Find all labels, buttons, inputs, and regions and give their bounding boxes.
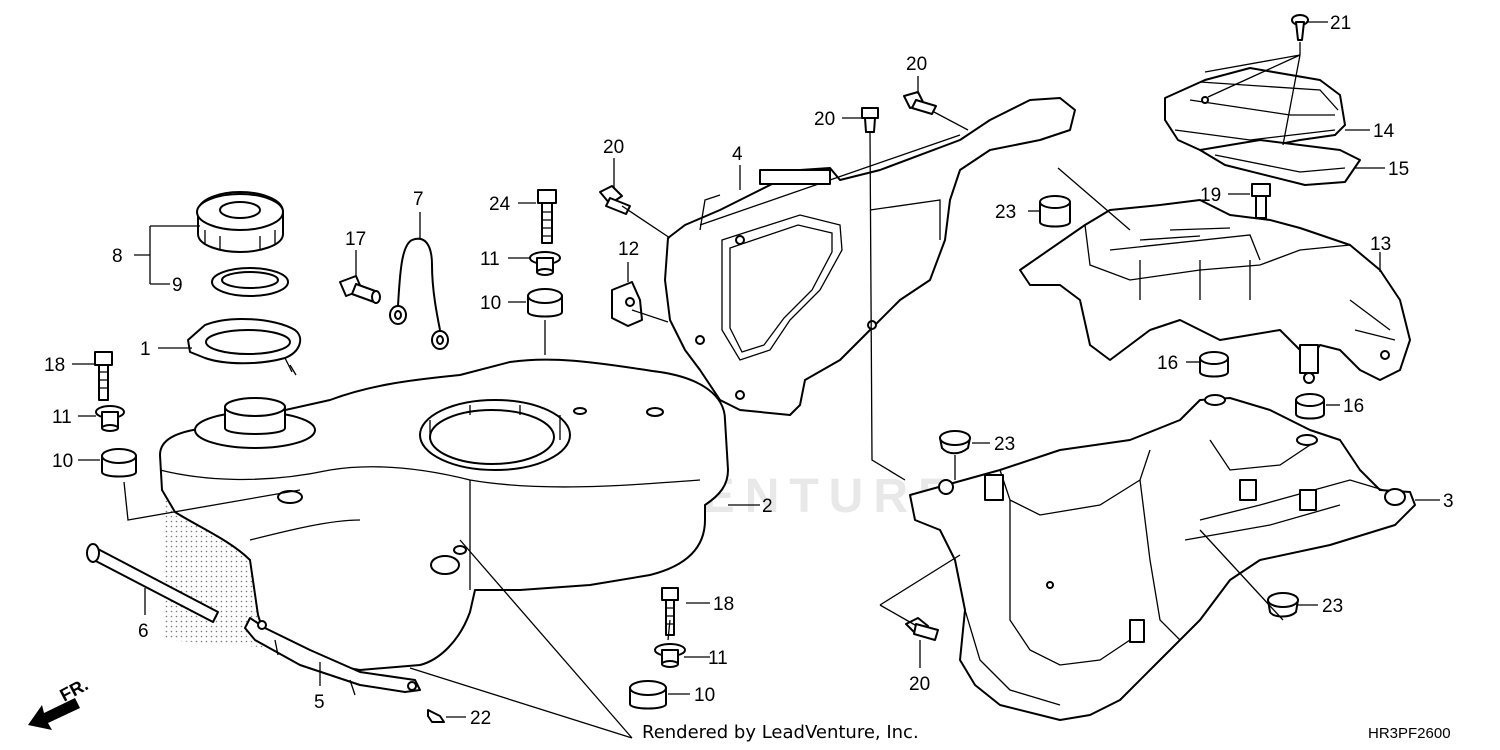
- callout-2: 2: [762, 496, 773, 517]
- callout-17: 17: [345, 229, 366, 250]
- grommet-23-b[interactable]: [939, 430, 971, 455]
- grommet-10-left[interactable]: [101, 448, 137, 478]
- screw-20-b[interactable]: [861, 107, 879, 133]
- bolt-17[interactable]: [339, 275, 381, 304]
- callout-20-c: 20: [906, 54, 927, 75]
- callout-5: 5: [314, 692, 325, 713]
- leader-lines: [72, 21, 1440, 739]
- callout-1: 1: [140, 339, 151, 360]
- callout-11-lower: 11: [708, 648, 728, 669]
- clip-12[interactable]: [611, 281, 643, 327]
- callout-20-b: 20: [814, 109, 835, 130]
- callout-3: 3: [1443, 491, 1454, 512]
- filler-ring[interactable]: [187, 317, 302, 376]
- lid-seal[interactable]: [1199, 139, 1361, 186]
- callout-6: 6: [138, 621, 149, 642]
- front-direction-arrow: FR.: [28, 674, 91, 730]
- callout-16-b: 16: [1343, 396, 1364, 417]
- callout-20-d: 20: [909, 674, 930, 695]
- callout-23-c: 23: [1322, 596, 1343, 617]
- callout-18-left: 18: [44, 355, 65, 376]
- callout-10-lower: 10: [694, 685, 715, 706]
- callout-21: 21: [1330, 13, 1351, 34]
- callout-18-lower: 18: [713, 594, 734, 615]
- collar-11-left[interactable]: [95, 405, 125, 432]
- bolt-24[interactable]: [537, 189, 557, 244]
- screw-20-d[interactable]: [905, 617, 939, 641]
- ground-cable[interactable]: [389, 237, 449, 350]
- callout-4: 4: [732, 144, 743, 165]
- box-lid[interactable]: [1164, 67, 1346, 154]
- render-credit: Rendered by LeadVenture, Inc.: [642, 722, 919, 743]
- screw-20-c[interactable]: [903, 91, 937, 115]
- callout-23-a: 23: [995, 202, 1016, 223]
- callout-10-center: 10: [480, 293, 501, 314]
- callout-22: 22: [470, 708, 491, 729]
- callout-12: 12: [618, 239, 639, 260]
- callout-8: 8: [112, 246, 123, 267]
- bolt-18-left[interactable]: [94, 351, 113, 401]
- bolt-18-lower[interactable]: [661, 587, 679, 636]
- callout-10-left: 10: [52, 451, 73, 472]
- callout-11-center: 11: [480, 249, 500, 270]
- callout-19: 19: [1200, 185, 1221, 206]
- collar-11-center[interactable]: [529, 251, 561, 276]
- callout-20-a: 20: [603, 137, 624, 158]
- callout-labels: 1 2 3 4 5 6 7 8 9 10 10 10 11 11 11 12 1…: [44, 13, 1454, 729]
- grommet-10-lower[interactable]: [629, 680, 667, 710]
- callout-16-a: 16: [1157, 353, 1178, 374]
- clip-22[interactable]: [427, 709, 445, 723]
- fuel-cap-gasket[interactable]: [211, 267, 289, 297]
- under-guard[interactable]: [909, 394, 1416, 721]
- callout-11-left: 11: [52, 407, 72, 428]
- grommet-10-center[interactable]: [527, 288, 563, 318]
- tank-strap[interactable]: [244, 617, 421, 696]
- callout-24: 24: [489, 194, 511, 215]
- callout-23-b: 23: [994, 434, 1015, 455]
- battery-box[interactable]: [1019, 199, 1411, 384]
- grommet-23-c[interactable]: [1267, 592, 1299, 618]
- fuel-cap[interactable]: [196, 191, 284, 253]
- callout-15: 15: [1388, 159, 1409, 180]
- collar-11-lower[interactable]: [654, 643, 686, 668]
- screw-21[interactable]: [1291, 14, 1309, 41]
- callout-13: 13: [1370, 234, 1391, 255]
- grommet-16-b[interactable]: [1295, 393, 1325, 420]
- callout-14: 14: [1373, 121, 1395, 142]
- front-label: FR.: [56, 674, 91, 705]
- bolt-19[interactable]: [1251, 183, 1271, 219]
- tank-rod[interactable]: [86, 543, 219, 623]
- fuel-tank[interactable]: [159, 358, 729, 671]
- screw-20-a[interactable]: [599, 185, 631, 215]
- callout-7: 7: [413, 189, 424, 210]
- side-panel[interactable]: [664, 97, 1076, 416]
- diagram-code: HR3PF2600: [1368, 725, 1451, 742]
- grommet-23-a[interactable]: [1039, 195, 1071, 228]
- callout-9: 9: [172, 275, 183, 296]
- grommet-16-a[interactable]: [1199, 351, 1229, 378]
